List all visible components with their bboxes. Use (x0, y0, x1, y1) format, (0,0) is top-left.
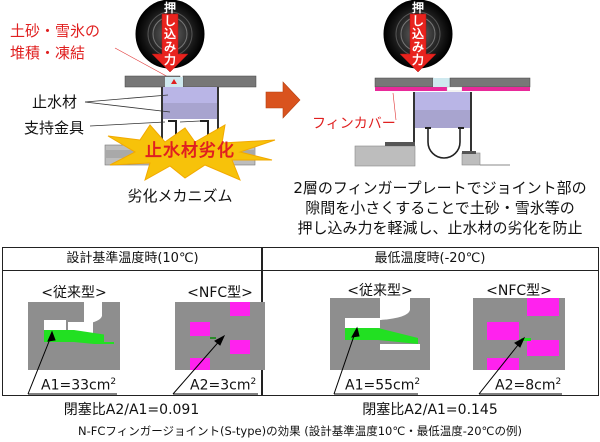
deposit-pointer-line (114, 47, 171, 79)
panel-design-temperature: 設計基準温度時(10℃) (2, 247, 263, 396)
right-arrow-icon (265, 81, 301, 119)
area-value: A2=8cm (495, 377, 556, 394)
fin-cover (375, 87, 447, 91)
force-char: 押 (163, 1, 176, 15)
area-a2-10c: A2=3cm2 (190, 377, 256, 394)
footer-caption: N-FCフィンガージョイント(S-type)の効果 (設計基準温度10℃・最低温… (78, 424, 522, 438)
area-value: A2=3cm (190, 377, 251, 394)
force-char: 力 (163, 53, 176, 67)
force-char: し (163, 14, 176, 28)
force-char: 力 (411, 53, 424, 67)
conventional-label-m20c: <従来型> (347, 283, 413, 299)
deposit-label-line2: 堆積・凍結 (10, 44, 86, 62)
nfc-label-10c: <NFC型> (187, 285, 253, 301)
unit-exponent: 2 (250, 377, 257, 387)
area-value: A1=55cm (345, 377, 415, 394)
deposit-label-line1: 土砂・雪氷の (10, 22, 101, 40)
degradation-burst-icon (107, 124, 276, 182)
right-caption-line2: 隙間を小さくすることで土砂・雪氷等の (305, 199, 575, 217)
area-a1-m20c: A1=55cm2 (345, 377, 420, 394)
force-char: 押 (411, 1, 424, 15)
right-tire-force-label: 押 し 込 み 力 (408, 2, 428, 67)
force-char: 込 (163, 27, 176, 41)
support-bracket-label: 支持金具 (24, 119, 85, 137)
force-char: 込 (411, 27, 424, 41)
panel-title: 最低温度時(-20℃) (262, 248, 598, 271)
panel-title: 設計基準温度時(10℃) (3, 248, 262, 271)
force-char: み (163, 40, 176, 54)
closure-ratio-10c: 閉塞比A2/A1=0.091 (63, 402, 200, 418)
conventional-label-10c: <従来型> (41, 285, 107, 301)
degradation-burst-label: 止水材劣化 (145, 141, 235, 161)
right-caption-line3: 押し込み力を軽減し、止水材の劣化を防止 (297, 219, 583, 237)
force-char: し (411, 14, 424, 28)
right-deck-plate (182, 75, 257, 88)
area-a1-10c: A1=33cm2 (41, 377, 116, 394)
left-tire-icon (135, 0, 205, 73)
force-char: み (411, 40, 424, 54)
area-value: A1=33cm (41, 377, 111, 394)
panel-minimum-temperature: 最低温度時(-20℃) (261, 247, 599, 396)
fin-cover-label: フィンカバー (312, 116, 396, 132)
right-tire-icon (383, 0, 453, 73)
unit-exponent: 2 (110, 377, 117, 387)
unit-exponent: 2 (555, 377, 562, 387)
nfc-label-m20c: <NFC型> (486, 283, 552, 299)
closure-ratio-m20c: 閉塞比A2/A1=0.145 (362, 402, 498, 418)
sealant-label: 止水材 (32, 93, 78, 111)
unit-exponent: 2 (414, 377, 421, 387)
top-diagrams-graphics (84, 0, 531, 182)
right-caption-line1: 2層のフィンガープレートでジョイント部の (293, 179, 587, 197)
left-tire-force-label: 押 し 込 み 力 (160, 2, 180, 67)
area-a2-m20c: A2=8cm2 (495, 377, 561, 394)
left-diagram-caption: 劣化メカニズム (127, 187, 233, 205)
